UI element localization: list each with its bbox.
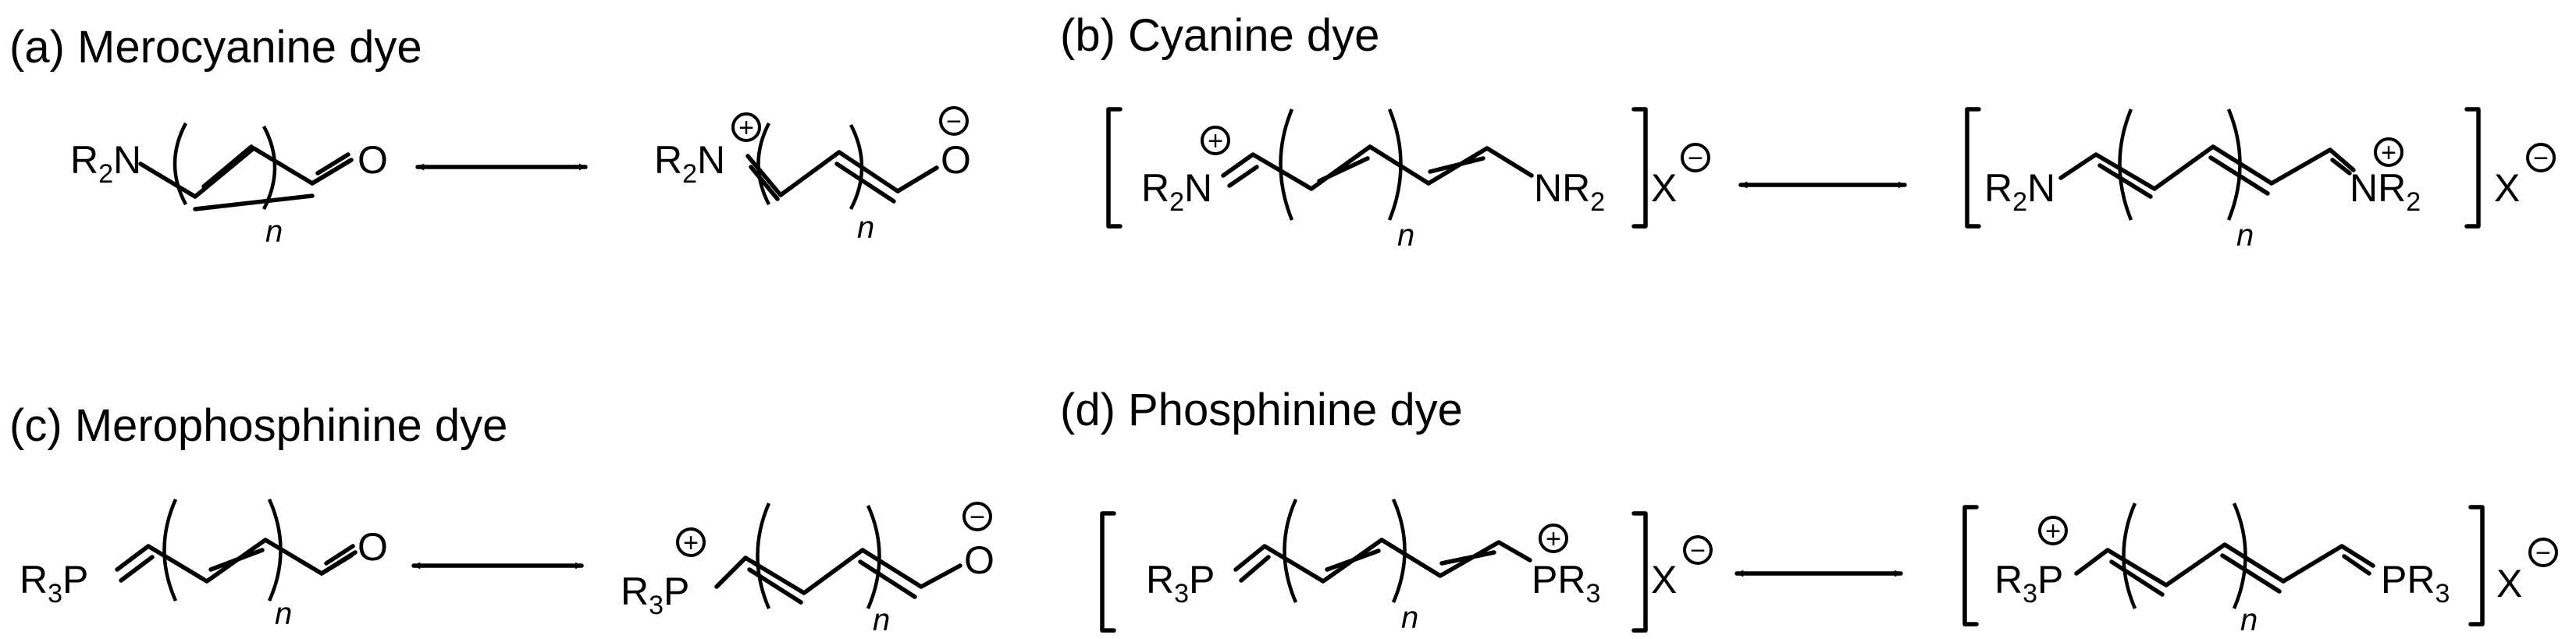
merocyanine-structure-1: R2N n O — [70, 122, 388, 249]
cyanine-structure-2: R2N n + NR2 X − — [1965, 107, 2556, 253]
svg-text:R2N: R2N — [1984, 166, 2055, 217]
svg-text:X: X — [1651, 166, 1677, 210]
phosphinine-structure-2: R3P + n PR3 X − — [1962, 502, 2558, 637]
svg-text:−: − — [1688, 144, 1703, 173]
svg-text:R2N: R2N — [70, 138, 141, 189]
svg-text:−: − — [970, 502, 985, 532]
svg-text:n: n — [873, 603, 890, 637]
merophosphinine-structure-2: R3P + n O − — [621, 502, 994, 637]
svg-text:n: n — [265, 215, 283, 249]
svg-text:n: n — [1401, 601, 1418, 635]
svg-text:R3P: R3P — [621, 570, 689, 620]
svg-text:R3P: R3P — [1994, 558, 2063, 609]
svg-text:−: − — [2533, 144, 2549, 173]
svg-text:n: n — [275, 597, 292, 631]
svg-text:O: O — [358, 525, 388, 569]
svg-text:n: n — [1397, 218, 1414, 253]
svg-text:X: X — [1651, 558, 1677, 602]
svg-text:R2N: R2N — [1141, 166, 1212, 217]
svg-text:+: + — [738, 113, 754, 143]
svg-text:O: O — [964, 538, 994, 582]
svg-text:−: − — [1690, 536, 1706, 566]
svg-text:NR2: NR2 — [1534, 166, 1605, 217]
svg-text:X: X — [2494, 166, 2520, 210]
title-b: (b) Cyanine dye — [1060, 10, 1379, 61]
svg-text:+: + — [1208, 126, 1223, 156]
merocyanine-structure-2: R2N + n O − — [654, 106, 971, 245]
merophosphinine-structure-1: R3P n O — [20, 499, 388, 631]
svg-text:+: + — [2045, 517, 2061, 546]
svg-text:NR2: NR2 — [2350, 166, 2421, 217]
svg-text:R2N: R2N — [654, 138, 725, 189]
svg-text:−: − — [946, 107, 962, 137]
svg-text:R3P: R3P — [1146, 558, 1215, 609]
svg-text:PR3: PR3 — [1532, 558, 1600, 609]
title-c: (c) Merophosphinine dye — [9, 400, 507, 451]
svg-text:O: O — [358, 138, 388, 182]
svg-text:+: + — [2381, 138, 2396, 168]
svg-text:X: X — [2496, 562, 2522, 605]
title-a: (a) Merocyanine dye — [9, 22, 422, 73]
cyanine-structure-1: R2N + n NR2 X − — [1106, 107, 1710, 253]
title-d: (d) Phosphinine dye — [1060, 385, 1463, 435]
svg-text:PR3: PR3 — [2381, 558, 2450, 609]
svg-text:n: n — [2240, 603, 2258, 637]
svg-text:R3P: R3P — [20, 558, 88, 609]
svg-text:+: + — [1546, 524, 1561, 554]
svg-text:n: n — [2236, 218, 2254, 253]
phosphinine-structure-1: R3P n + PR3 X − — [1100, 499, 1713, 635]
svg-text:n: n — [857, 211, 874, 245]
svg-text:O: O — [941, 138, 971, 182]
svg-text:−: − — [2535, 538, 2551, 568]
svg-text:+: + — [683, 528, 699, 558]
